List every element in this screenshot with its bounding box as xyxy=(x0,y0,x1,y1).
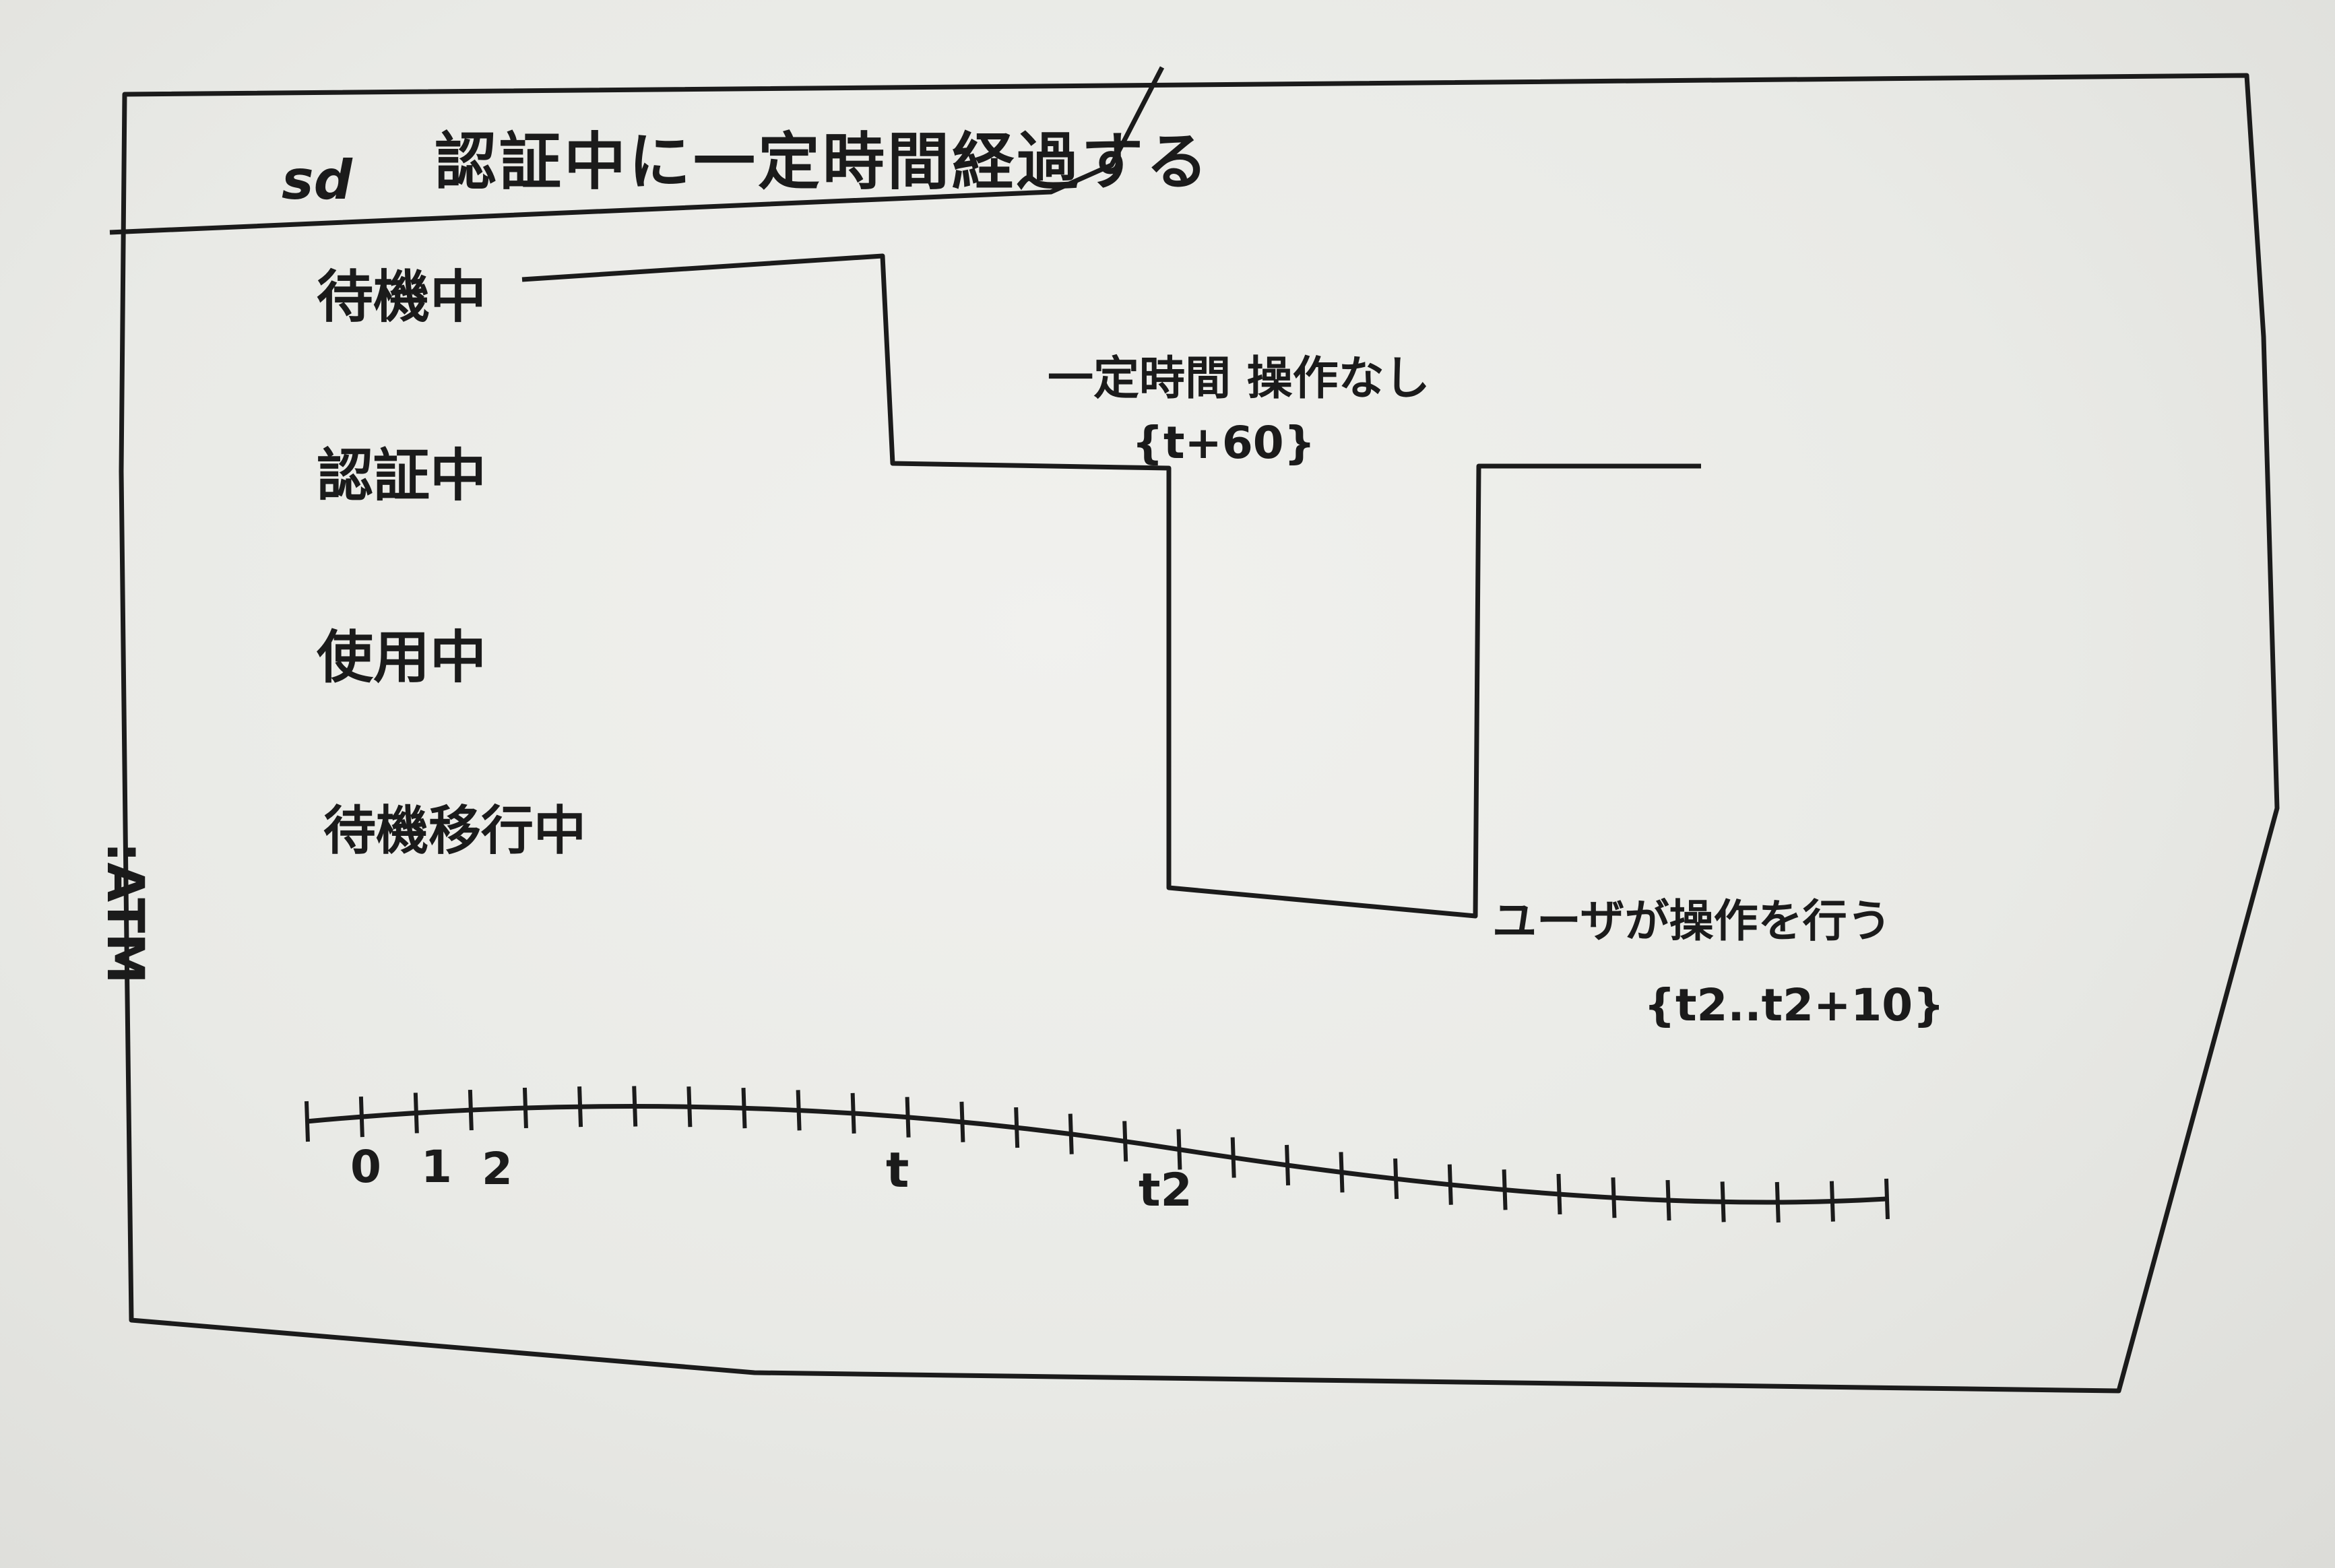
time-axis-tick xyxy=(358,1097,364,1138)
user-action-annotation-constraint: {t2..t2+10} xyxy=(1644,979,1944,1031)
timeout-annotation-label: 一定時間 操作なし xyxy=(1048,352,1430,405)
time-axis-tick xyxy=(468,1089,474,1131)
tick-label-t: t xyxy=(886,1142,909,1198)
tick-label-1: 1 xyxy=(421,1141,452,1193)
time-axis-tick xyxy=(686,1086,693,1128)
time-axis-tick xyxy=(1556,1173,1562,1215)
time-axis-tick xyxy=(1447,1164,1453,1205)
time-axis-tick xyxy=(1230,1137,1236,1178)
frame-title: 認証中に一定時間経過する xyxy=(435,126,1211,198)
state-label-in-use: 使用中 xyxy=(317,624,486,690)
time-axis-ticks xyxy=(305,1086,1890,1223)
lifeline-label: :ATM xyxy=(96,842,156,984)
time-axis-tick xyxy=(1502,1169,1508,1210)
time-axis-tick xyxy=(1393,1158,1399,1200)
user-action-annotation-label: ユーザが操作を行う xyxy=(1492,895,1892,947)
time-axis-tick xyxy=(1611,1177,1617,1218)
time-axis-tick xyxy=(522,1087,528,1129)
time-axis-tick xyxy=(905,1097,911,1138)
time-axis-tick xyxy=(1122,1121,1128,1162)
time-axis-tick xyxy=(959,1101,965,1142)
time-axis xyxy=(306,1104,1887,1205)
frame-kind-label: sd xyxy=(282,149,353,211)
time-axis-tick xyxy=(632,1086,638,1127)
frame-title-box xyxy=(109,66,1165,235)
state-label-authenticating: 認証中 xyxy=(317,443,486,509)
time-axis-tick xyxy=(1829,1181,1835,1222)
time-axis-tick xyxy=(1774,1181,1781,1223)
time-axis-tick xyxy=(1720,1181,1726,1222)
time-axis-tick xyxy=(577,1086,583,1128)
tick-label-2: 2 xyxy=(482,1143,513,1195)
time-axis-tick xyxy=(1285,1144,1291,1185)
time-axis-tick xyxy=(1068,1113,1074,1154)
time-axis-tick xyxy=(1176,1129,1182,1170)
time-axis-tick xyxy=(413,1092,419,1134)
state-label-idle: 待機中 xyxy=(317,264,486,330)
tick-label-t2: t2 xyxy=(1139,1164,1192,1217)
tick-label-0: 0 xyxy=(350,1141,381,1193)
time-axis-tick xyxy=(741,1088,747,1129)
time-axis-tick xyxy=(1665,1179,1671,1221)
time-axis-tick xyxy=(305,1101,310,1142)
time-axis-tick xyxy=(1884,1178,1890,1220)
state-waveform xyxy=(521,253,1701,919)
time-axis-tick xyxy=(796,1090,802,1131)
time-axis-tick xyxy=(1014,1107,1020,1148)
state-label-transition-to-idle: 待機移行中 xyxy=(323,801,586,861)
timeout-annotation-constraint: {t+60} xyxy=(1132,417,1316,469)
time-axis-tick xyxy=(1339,1152,1345,1193)
time-axis-tick xyxy=(850,1092,856,1134)
frame-border xyxy=(119,73,2280,1394)
